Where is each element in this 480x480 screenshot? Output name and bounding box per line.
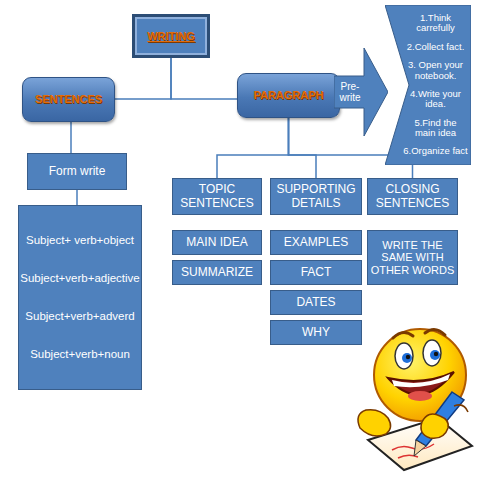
- node-text: CLOSING SENTENCES: [368, 183, 457, 211]
- node-text: WHY: [302, 326, 330, 340]
- node-text: Subject+verb+noun: [30, 348, 130, 361]
- node-text: MAIN IDEA: [186, 236, 247, 250]
- node-text: 3. Open your notebook.: [403, 60, 468, 82]
- node-text: 4.Write your idea.: [403, 89, 468, 111]
- connector-line: [115, 58, 171, 99]
- hand-with-pencil: [358, 392, 468, 456]
- detail-box: WHY: [270, 320, 362, 345]
- detail-box: MAIN IDEA: [172, 230, 262, 255]
- connector-path: [115, 58, 171, 99]
- node-text: SUPPORTING DETAILS: [271, 183, 361, 211]
- connector-path: [289, 118, 317, 178]
- node-text: TOPIC SENTENCES: [173, 183, 261, 211]
- connector-line: [217, 118, 289, 178]
- node-text: 1.Think carrefully: [403, 13, 468, 35]
- node-text: Subject+verb+adverd: [25, 310, 134, 323]
- node-text: DATES: [296, 296, 335, 310]
- detail-box: SUMMARIZE: [172, 260, 262, 285]
- node-text: Subject+ verb+object: [26, 234, 134, 247]
- connector-line: [71, 122, 72, 153]
- node-text: WRITE THE SAME WITH OTHER WORDS: [368, 239, 457, 277]
- text-holder: 1.Think carrefully 2.Collect fact. 3. Open…: [403, 9, 468, 161]
- title-box: WRITING: [132, 14, 210, 58]
- connector-line: [77, 190, 78, 205]
- arrow-shape: Pre- write: [334, 48, 388, 136]
- node-text: EXAMPLES: [284, 236, 349, 250]
- node-text: FACT: [301, 266, 332, 280]
- connector-line: [171, 58, 237, 99]
- category-box: SENTENCES: [22, 77, 115, 122]
- node-text: Subject+verb+adjective: [20, 272, 140, 285]
- node-text: 2.Collect fact.: [407, 42, 465, 53]
- arrow-polygon: [334, 48, 388, 136]
- connector-path: [70, 122, 72, 153]
- node-text: WRITING: [147, 30, 195, 43]
- process-box: Form write: [27, 153, 127, 190]
- process-box: SUPPORTING DETAILS: [270, 178, 362, 215]
- pattern-box: Subject+ verb+objectSubject+verb+adjecti…: [18, 205, 142, 390]
- node-text: SUMMARIZE: [181, 266, 253, 280]
- detail-box: FACT: [270, 260, 362, 285]
- category-box: PARAGRAPH: [237, 73, 340, 118]
- detail-box: WRITE THE SAME WITH OTHER WORDS: [367, 230, 458, 285]
- steps-box: 1.Think carrefully 2.Collect fact. 3. Open…: [385, 5, 471, 165]
- connector-path: [76, 190, 78, 205]
- process-box: TOPIC SENTENCES: [172, 178, 262, 215]
- node-text: PARAGRAPH: [253, 89, 323, 102]
- detail-box: EXAMPLES: [270, 230, 362, 255]
- notch-polygon: [385, 5, 471, 165]
- node-text: Pre- write: [334, 81, 366, 104]
- node-text: Form write: [49, 165, 106, 179]
- node-text: 6.Organize fact: [403, 146, 467, 157]
- node-text: 5.Find the main idea: [403, 118, 468, 140]
- text-holder: Pre- write: [334, 72, 366, 112]
- connector-path: [171, 58, 237, 99]
- detail-box: DATES: [270, 290, 362, 315]
- connector-line: [289, 118, 317, 178]
- node-text: SENTENCES: [35, 93, 102, 106]
- process-box: CLOSING SENTENCES: [367, 178, 458, 215]
- connector-path: [217, 118, 289, 178]
